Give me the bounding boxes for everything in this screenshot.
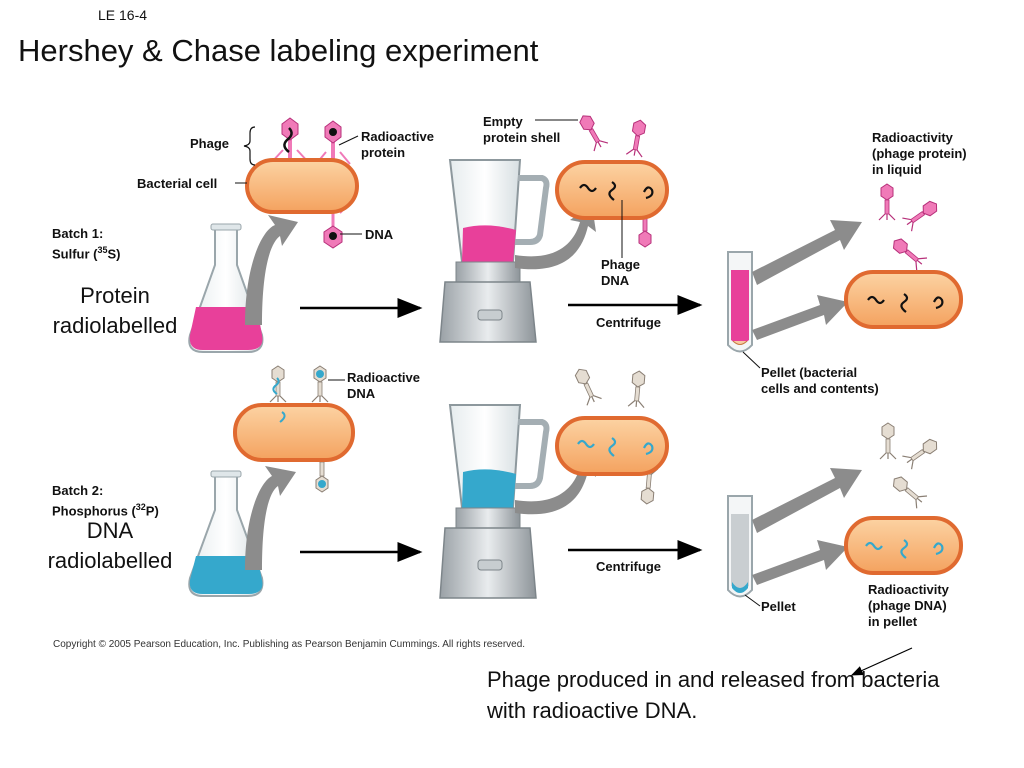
label-pellet: Pellet — [761, 599, 796, 614]
slide-title: Hershey & Chase labeling experiment — [18, 33, 539, 68]
label-batch1: Batch 1: Sulfur (35S) — [52, 226, 121, 262]
label-phage: Phage — [190, 136, 230, 151]
test-tube-batch2 — [727, 495, 753, 598]
label-centrifuge-bottom: Centrifuge — [596, 559, 661, 574]
flask-batch1 — [188, 223, 264, 353]
pellet-cell-batch1 — [844, 270, 963, 329]
caption: Phage produced in and released from bact… — [487, 667, 940, 723]
label-bacterial-cell: Bacterial cell — [137, 176, 218, 191]
bacterial-cell-batch1 — [245, 158, 359, 214]
blender-batch2 — [439, 404, 550, 599]
test-tube-batch1 — [727, 251, 753, 353]
batch2-phages — [269, 365, 331, 493]
label-radioactivity-liquid: Radioactivity(phage protein)in liquid — [872, 130, 967, 177]
copyright-notice: Copyright © 2005 Pearson Education, Inc.… — [53, 639, 526, 650]
label-dna: DNA — [365, 227, 394, 242]
label-radioactivity-pellet: Radioactivity(phage DNA)in pellet — [868, 582, 949, 629]
bacterial-cell-batch2 — [233, 403, 355, 462]
pellet-cell-batch2 — [844, 516, 963, 575]
slide-id: LE 16-4 — [98, 7, 148, 23]
flask-batch2 — [188, 470, 264, 597]
blender-batch1 — [439, 159, 550, 343]
label-centrifuge-top: Centrifuge — [596, 315, 661, 330]
label-batch2: Batch 2: Phosphorus (32P) — [52, 483, 159, 519]
